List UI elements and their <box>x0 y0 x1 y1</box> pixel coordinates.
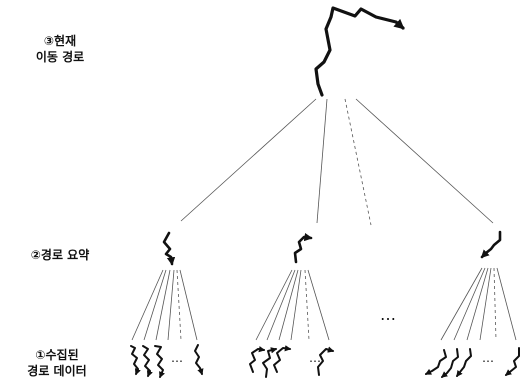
middle-cluster-ellipsis: … <box>380 305 397 324</box>
group-3-connectors <box>440 267 517 341</box>
collected-routes-group-1 <box>130 344 204 379</box>
collected-routes-group-3 <box>424 347 520 378</box>
route-summary-3 <box>480 230 502 259</box>
collected-data-label-line1: ①수집된 <box>35 348 79 362</box>
top-connectors <box>180 98 494 226</box>
current-route-label: ③현재 이동 경로 <box>18 33 102 65</box>
route-summary-2 <box>293 232 313 264</box>
connector-to-more-summaries <box>344 98 372 226</box>
collected-routes-group-2 <box>249 345 335 378</box>
connector-to-summary-2 <box>316 98 328 224</box>
connector-to-summary-1 <box>180 98 317 222</box>
route-summary-label: ②경로 요약 <box>10 247 110 263</box>
route-summary-label-text: ②경로 요약 <box>30 248 90 262</box>
group-2-ellipsis: … <box>309 351 321 365</box>
group-3-ellipsis: … <box>482 351 494 365</box>
connector-to-summary-3 <box>355 98 494 224</box>
collected-data-label-line2: 경로 데이터 <box>27 364 87 378</box>
group-2-connectors <box>255 269 330 341</box>
current-route-label-line1: ③현재 <box>43 34 77 48</box>
collected-data-label: ①수집된 경로 데이터 <box>8 347 106 379</box>
current-route-path <box>314 6 405 97</box>
route-summary-1 <box>162 231 176 266</box>
group-1-connectors <box>131 269 198 341</box>
group-1-ellipsis: … <box>171 351 183 365</box>
current-route-label-line2: 이동 경로 <box>35 50 85 64</box>
